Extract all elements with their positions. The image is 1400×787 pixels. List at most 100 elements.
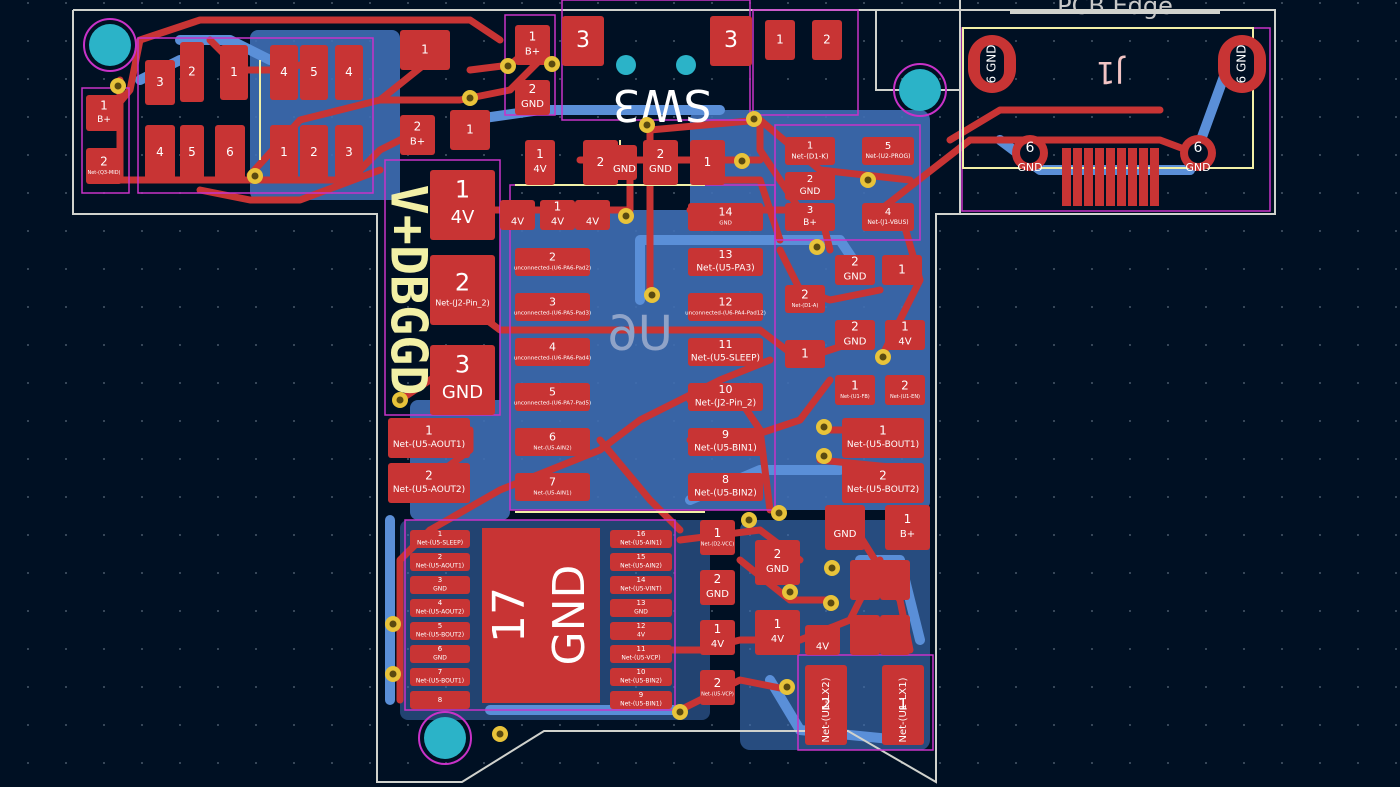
usb-signal-pad[interactable] xyxy=(1117,148,1126,206)
small-pad-1[interactable]: 2 xyxy=(180,42,204,102)
small-pad-44[interactable] xyxy=(850,560,880,600)
sw3-pad-left[interactable]: 3 xyxy=(562,16,604,66)
small-pad-4[interactable]: 5 xyxy=(300,45,328,100)
small-pad-18[interactable]: 2 xyxy=(583,140,618,185)
small-pad-47[interactable] xyxy=(880,615,910,655)
small-pad-13[interactable]: 1B+ xyxy=(515,25,550,65)
small-pad-0[interactable]: 3 xyxy=(145,60,175,105)
usb-signal-pad[interactable] xyxy=(1095,148,1104,206)
small-pad-2[interactable]: 1 xyxy=(220,45,248,100)
small-pad-8[interactable]: 6 xyxy=(215,125,245,180)
small-pad-25[interactable]: 14V xyxy=(540,200,575,231)
small-pad-23[interactable]: 2 xyxy=(812,20,842,60)
small-pad-46[interactable] xyxy=(850,615,880,655)
usb-signal-pad[interactable] xyxy=(1139,148,1148,206)
small-pad-26[interactable]: 4V xyxy=(575,200,610,230)
small-pad-17[interactable]: 14V xyxy=(525,140,555,185)
small-pad-36[interactable]: 1B+ xyxy=(885,505,930,550)
u5-pad-8[interactable]: 8 xyxy=(410,691,470,709)
small-pad-43[interactable]: 4V xyxy=(805,625,840,655)
usb-signal-pad[interactable] xyxy=(1150,148,1159,206)
usb-shield-pad-top-2[interactable]: 6 GND xyxy=(1218,35,1266,93)
small-pad-32[interactable]: 14V xyxy=(885,320,925,351)
small-pad-42[interactable]: 14V xyxy=(755,610,800,655)
small-pad-11[interactable]: 3 xyxy=(335,125,363,180)
small-pad-30[interactable]: 1 xyxy=(785,340,825,368)
small-pad-9[interactable]: 1 xyxy=(270,125,298,180)
small-pad-35[interactable]: GND xyxy=(825,505,865,550)
small-pad-15[interactable]: 2B+ xyxy=(400,115,435,155)
usb-signal-pad[interactable] xyxy=(1106,148,1115,206)
small-pad-7[interactable]: 5 xyxy=(180,125,204,180)
small-pad-22[interactable]: 1 xyxy=(765,20,795,60)
small-pad-3[interactable]: 4 xyxy=(270,45,298,100)
sw3-pad-right[interactable]: 3 xyxy=(710,16,752,66)
small-pad-28[interactable]: 1 xyxy=(882,255,922,285)
u5-thermal-pad[interactable]: 17 GND xyxy=(482,528,600,703)
small-pad-10[interactable]: 2 xyxy=(300,125,328,180)
small-pad-6[interactable]: 4 xyxy=(145,125,175,180)
small-pad-19[interactable]: GND xyxy=(612,145,637,180)
small-pad-39[interactable]: 14V xyxy=(700,620,735,655)
small-pad-12[interactable]: 1 xyxy=(400,30,450,70)
usb-signal-pad[interactable] xyxy=(1062,148,1071,206)
small-pad-16[interactable]: 1 xyxy=(450,110,490,150)
usb-signal-pad[interactable] xyxy=(1073,148,1082,206)
small-pad-45[interactable] xyxy=(880,560,910,600)
usb-shield-pad-top-1[interactable]: 6 GND xyxy=(968,35,1016,93)
small-pad-5[interactable]: 4 xyxy=(335,45,363,100)
u1-pad-2[interactable]: 2 xyxy=(805,665,847,745)
u1-pad-1[interactable]: 1 xyxy=(882,665,924,745)
small-pad-24[interactable]: 4V xyxy=(500,200,535,230)
